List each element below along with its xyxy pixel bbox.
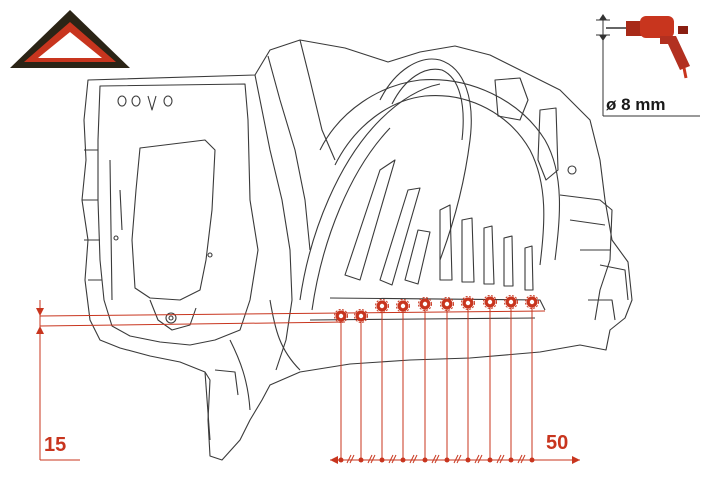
baseline-ticks (346, 454, 526, 464)
spot-welds (334, 295, 539, 323)
panel-outline (81, 39, 633, 461)
spacing-dimension-label: 50 (546, 432, 569, 454)
spot-weld-marker (483, 295, 497, 309)
drill-icon (606, 16, 690, 79)
baseline-dots (338, 457, 535, 463)
spot-weld-marker (440, 297, 454, 311)
offset-dimension-label: 15 (44, 434, 67, 456)
spot-weld-marker (354, 309, 368, 323)
spot-weld-marker (375, 299, 389, 313)
spot-weld-marker (418, 297, 432, 311)
drill-diameter-label: ø 8 mm (606, 95, 666, 114)
spot-weld-marker (461, 296, 475, 310)
baseline-arrows (330, 456, 580, 464)
spot-weld-marker (504, 295, 518, 309)
warning-triangle-icon (10, 10, 130, 68)
reference-lines (39, 300, 580, 461)
spot-weld-marker (396, 299, 410, 313)
drill-icon-box (596, 14, 700, 117)
spot-weld-marker (525, 295, 539, 309)
spot-weld-marker (334, 309, 348, 323)
offset-arrows (36, 308, 44, 334)
